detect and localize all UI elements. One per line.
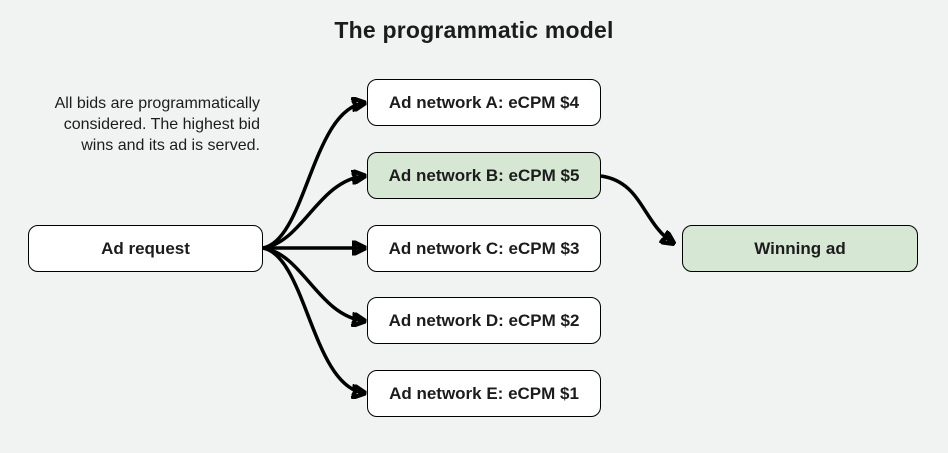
node-label: Ad network A: eCPM $4 xyxy=(388,92,580,112)
node-label: Ad request xyxy=(101,238,190,258)
arrow-ad-request-to-network-e xyxy=(262,246,364,393)
node-label: Ad network D: eCPM $2 xyxy=(388,310,580,330)
node-winning-ad: Winning ad xyxy=(682,225,918,272)
arrow-ad-request-to-network-a xyxy=(262,103,364,250)
node-ad-network-d: Ad network D: eCPM $2 xyxy=(367,297,601,344)
node-label: Ad network E: eCPM $1 xyxy=(389,383,579,403)
node-ad-network-c: Ad network C: eCPM $3 xyxy=(367,225,601,272)
description-line: considered. The highest bid xyxy=(63,116,260,133)
node-ad-network-b: Ad network B: eCPM $5 xyxy=(367,152,601,199)
node-ad-request: Ad request xyxy=(28,225,263,272)
arrow-ad-request-to-network-b xyxy=(262,176,364,250)
arrow-network-b-to-winning-ad xyxy=(600,174,673,243)
node-ad-network-a: Ad network A: eCPM $4 xyxy=(367,79,601,126)
node-label: Ad network B: eCPM $5 xyxy=(388,165,580,185)
node-label: Winning ad xyxy=(754,238,846,258)
diagram-title: The programmatic model xyxy=(334,17,614,43)
description-text: All bids are programmatically considered… xyxy=(0,93,260,156)
node-ad-network-e: Ad network E: eCPM $1 xyxy=(367,370,601,417)
node-label: Ad network C: eCPM $3 xyxy=(388,238,580,258)
arrow-ad-request-to-network-d xyxy=(262,246,364,321)
description-line: All bids are programmatically xyxy=(54,95,260,112)
description-line: wins and its ad is served. xyxy=(81,137,260,154)
